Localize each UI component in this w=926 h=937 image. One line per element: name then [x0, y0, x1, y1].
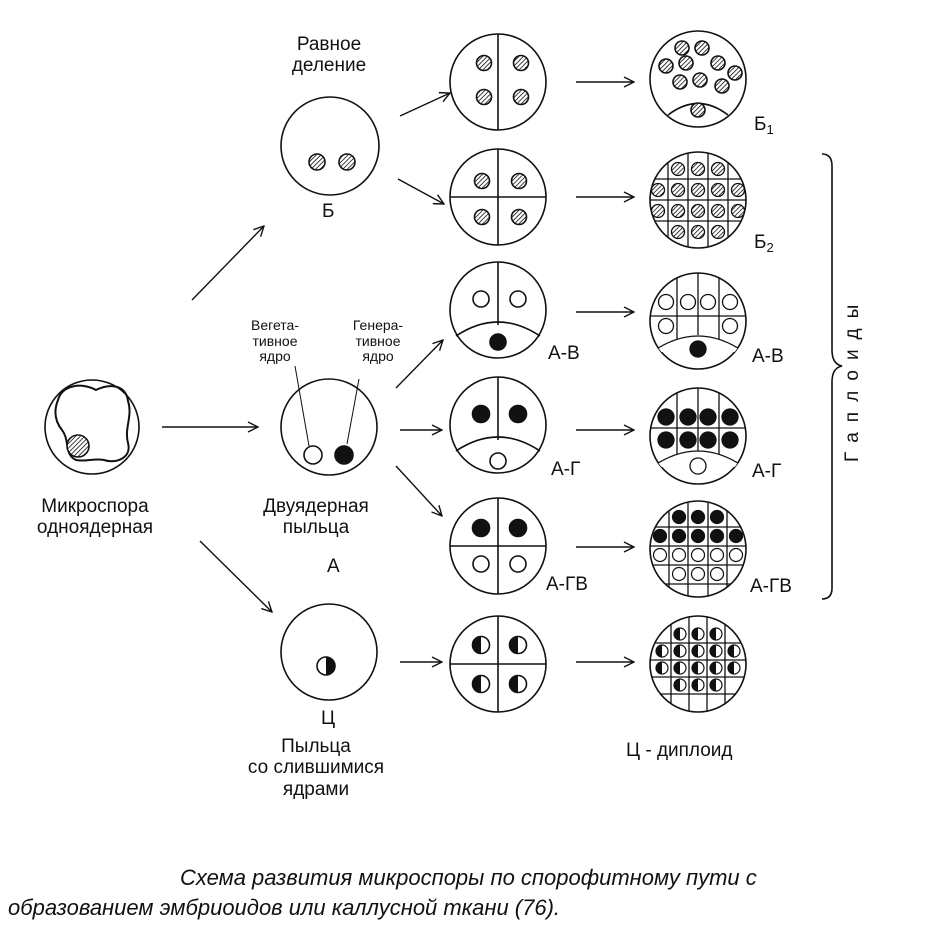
cell-AG-stage1 — [449, 376, 547, 474]
equal-division-line-1: Равное — [296, 34, 362, 55]
equal-division-line-2: деление — [291, 55, 367, 77]
half-filled-nucleus-dark-half — [692, 662, 698, 674]
fused-pollen-line-3: ядрами — [282, 778, 350, 800]
cell-B1-stage1 — [449, 33, 547, 131]
cell-AGV-stage1 — [449, 497, 547, 595]
label-C-diploid: Ц - диплоид — [626, 740, 733, 761]
cell-A — [280, 365, 378, 476]
half-filled-nucleus-dark-half — [656, 662, 662, 674]
generative-nucleus-label: Генера- тивное ядро — [352, 317, 404, 365]
label-AG-right: А-Г — [752, 461, 782, 482]
binucleate-line-2: пыльца — [282, 517, 350, 539]
label-B1-letter: Б — [754, 114, 767, 135]
cell-AG-final — [649, 387, 747, 485]
generative-line-3: ядро — [362, 348, 394, 365]
label-AV-right: А-В — [752, 346, 784, 367]
label-B2: Б2 — [754, 232, 774, 256]
generative-line-1: Генера- — [352, 317, 404, 333]
cell-AV-final — [649, 272, 747, 370]
microspore-line-1: Микроспора — [41, 496, 149, 517]
half-filled-nucleus-dark-half — [692, 628, 698, 640]
fused-pollen-label: Пыльца со слившимися ядрами — [248, 736, 384, 800]
arrows — [162, 82, 634, 662]
label-B1: Б1 — [754, 114, 774, 138]
half-filled-nucleus-dark-half — [674, 662, 680, 674]
cell-AV-stage1 — [449, 261, 547, 359]
half-filled-nucleus-dark-half — [710, 679, 716, 691]
cell-C-final — [649, 615, 747, 713]
cell-B2-final — [649, 151, 747, 249]
half-filled-nucleus-dark-half — [692, 645, 698, 657]
label-B1-subscript: 1 — [766, 122, 774, 137]
haploids-brace — [821, 153, 843, 600]
label-C: Ц — [321, 708, 336, 729]
haploids-label: Гаплоиды — [842, 294, 863, 462]
cell-B1-final — [649, 30, 747, 128]
microspore-line-2: одноядерная — [36, 517, 154, 539]
label-AV-mid: А-В — [548, 343, 580, 364]
vegetative-line-3: ядро — [259, 348, 291, 365]
binucleate-line-1: Двуядерная — [263, 496, 369, 517]
cell-C — [280, 603, 378, 701]
binucleate-pollen-label: Двуядерная пыльца — [263, 496, 369, 539]
caption-line-1: Схема развития микроспоры по спорофитном… — [180, 865, 757, 890]
cell-AGV-final — [649, 500, 747, 598]
cell-C-stage1 — [449, 615, 547, 713]
vegetative-line-1: Вегета- — [251, 317, 299, 333]
vegetative-nucleus-label: Вегета- тивное ядро — [251, 317, 299, 365]
label-AGV-mid: А-ГВ — [546, 574, 588, 595]
half-filled-nucleus-dark-half — [674, 645, 680, 657]
cell-B2-stage1 — [449, 148, 547, 246]
vegetative-line-2: тивное — [252, 332, 298, 349]
cell-B — [280, 96, 380, 196]
half-filled-nucleus-dark-half — [674, 628, 680, 640]
generative-line-2: тивное — [355, 332, 401, 349]
label-A: А — [327, 556, 340, 577]
half-filled-nucleus-dark-half — [710, 662, 716, 674]
half-filled-nucleus-dark-half — [674, 679, 680, 691]
label-AGV-right: А-ГВ — [750, 576, 792, 597]
equal-division-label: Равное деление — [292, 34, 366, 77]
label-B2-letter: Б — [754, 232, 767, 253]
label-B2-subscript: 2 — [766, 240, 774, 255]
caption-line-2: образованием эмбриоидов или каллусной тк… — [8, 895, 561, 920]
microspore-label: Микроспора одноядерная — [37, 496, 153, 539]
half-filled-nucleus-dark-half — [728, 662, 734, 674]
microspore-cell — [44, 379, 140, 475]
label-B: Б — [322, 201, 335, 222]
fused-pollen-line-2: со слившимися — [247, 757, 385, 779]
half-filled-nucleus-dark-half — [692, 679, 698, 691]
fused-pollen-line-1: Пыльца — [281, 736, 351, 757]
half-filled-nucleus-dark-half — [710, 645, 716, 657]
label-AG-mid: А-Г — [551, 459, 581, 480]
half-filled-nucleus-dark-half — [656, 645, 662, 657]
half-filled-nucleus-dark-half — [728, 645, 734, 657]
half-filled-nucleus-dark-half — [710, 628, 716, 640]
